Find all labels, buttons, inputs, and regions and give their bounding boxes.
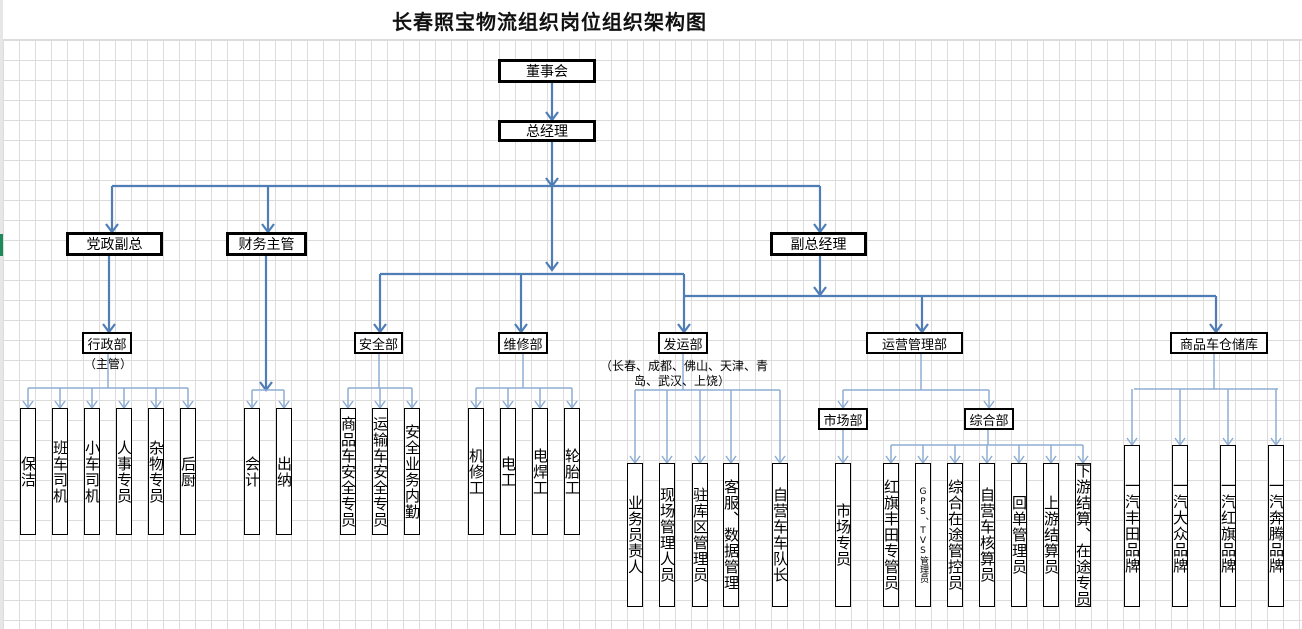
title-row — [0, 0, 1302, 40]
position-admin-6[interactable]: 后厨 — [179, 408, 197, 535]
cell-selection-marker — [0, 234, 3, 256]
position-admin-2[interactable]: 班车司机 — [51, 408, 69, 535]
position-maintenance-2[interactable]: 电工 — [499, 408, 517, 535]
node-general-dept[interactable]: 综合部 — [964, 408, 1014, 430]
node-dispatch-dept[interactable]: 发运部 — [658, 332, 708, 354]
node-warehouse[interactable]: 商品车仓储库 — [1170, 332, 1268, 354]
position-maintenance-4[interactable]: 轮胎工 — [563, 408, 581, 535]
position-general-3[interactable]: 综合在途管控员 — [946, 463, 964, 607]
position-safety-2[interactable]: 运输车安全专员 — [371, 408, 389, 535]
position-general-2[interactable]: GPS、TVS管理员 — [915, 463, 931, 607]
arrowhead-icon — [545, 261, 559, 272]
position-admin-1[interactable]: 保洁 — [19, 408, 37, 535]
position-dispatch-4[interactable]: 客服、数据管理 — [722, 463, 740, 607]
node-maintenance-dept[interactable]: 维修部 — [498, 332, 548, 354]
admin-dept-note: （主管） — [83, 357, 132, 371]
position-warehouse-1[interactable]: 一汽丰田品牌 — [1123, 445, 1141, 607]
dispatch-dept-note-line2: 岛、武汉、上饶） — [634, 374, 731, 388]
chart-title: 长春照宝物流组织岗位组织架构图 — [392, 10, 707, 34]
position-warehouse-3[interactable]: 一汽红旗品牌 — [1219, 445, 1237, 607]
position-finance-1[interactable]: 会计 — [243, 408, 261, 535]
node-ops-mgmt-dept[interactable]: 运营管理部 — [866, 332, 963, 354]
node-admin-dept[interactable]: 行政部 — [82, 332, 132, 354]
position-safety-1[interactable]: 商品车安全专员 — [339, 408, 357, 535]
position-finance-2[interactable]: 出纳 — [275, 408, 293, 535]
position-dispatch-2[interactable]: 现场管理人员 — [658, 463, 676, 607]
position-dispatch-5[interactable]: 自营车车队长 — [771, 463, 789, 607]
position-admin-3[interactable]: 小车司机 — [83, 408, 101, 535]
node-board[interactable]: 董事会 — [498, 59, 596, 83]
node-deputy-gm[interactable]: 副总经理 — [770, 232, 867, 256]
position-maintenance-3[interactable]: 电焊工 — [531, 408, 549, 535]
position-general-7[interactable]: 下游结算、在途专员 — [1074, 463, 1092, 607]
position-warehouse-4[interactable]: 一汽奔腾品牌 — [1267, 445, 1285, 607]
position-general-6[interactable]: 上游结算员 — [1042, 463, 1060, 607]
node-party-vp[interactable]: 党政副总 — [66, 232, 163, 256]
position-dispatch-3[interactable]: 驻库区管理员 — [691, 463, 709, 607]
node-safety-dept[interactable]: 安全部 — [354, 332, 403, 354]
position-dispatch-1[interactable]: 业务员责人 — [626, 463, 644, 607]
position-warehouse-2[interactable]: 一汽大众品牌 — [1171, 445, 1189, 607]
dispatch-dept-note-line1: （长春、成都、佛山、天津、青 — [600, 359, 769, 373]
position-market-1[interactable]: 市场专员 — [834, 463, 852, 607]
position-safety-3[interactable]: 安全业务内勤 — [403, 408, 421, 535]
position-admin-5[interactable]: 杂物专员 — [147, 408, 165, 535]
row-header-edge — [0, 0, 3, 629]
node-market-dept[interactable]: 市场部 — [818, 408, 868, 430]
node-finance-supervisor[interactable]: 财务主管 — [226, 232, 307, 256]
position-admin-4[interactable]: 人事专员 — [115, 408, 133, 535]
position-maintenance-1[interactable]: 机修工 — [467, 408, 485, 535]
position-general-5[interactable]: 回单管理员 — [1010, 463, 1028, 607]
position-general-1[interactable]: 红旗丰田专管员 — [882, 463, 900, 607]
position-general-4[interactable]: 自营车核算员 — [978, 463, 996, 607]
node-general-manager[interactable]: 总经理 — [498, 120, 596, 142]
